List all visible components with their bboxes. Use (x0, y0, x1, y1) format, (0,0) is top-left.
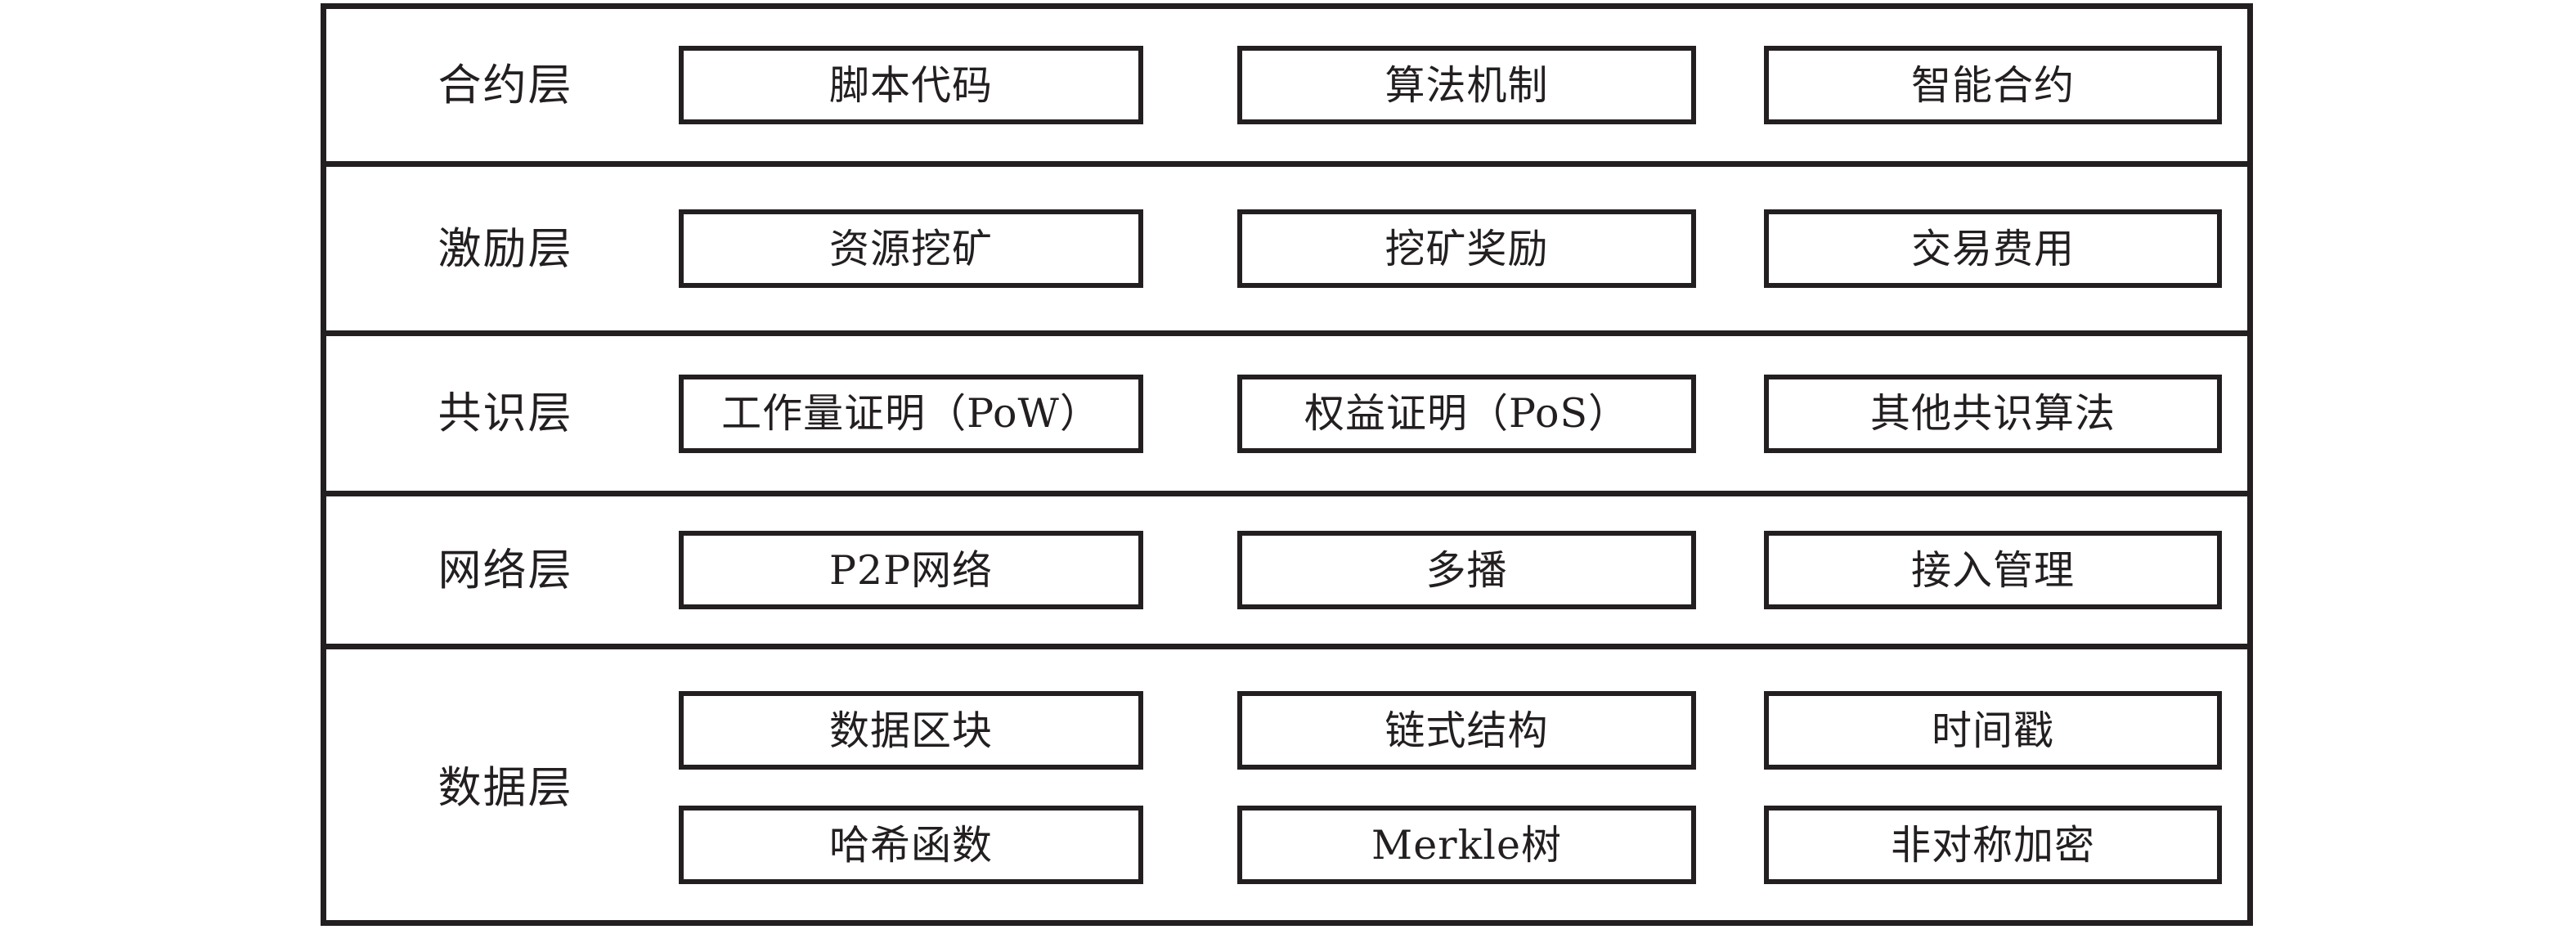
layer-label-incentive: 激励层 (438, 223, 573, 274)
node-box-resource-mining[interactable]: 资源挖矿 (679, 209, 1143, 288)
layer-label-consensus: 共识层 (438, 388, 573, 438)
layer-row-data: 数据层 数据区块 链式结构 时间戳 哈希函数 Merkle树 非对称加密 (326, 649, 2247, 926)
layer-cells-network: P2P网络 多播 接入管理 (679, 496, 2247, 644)
node-box-algorithm-mechanism[interactable]: 算法机制 (1237, 46, 1696, 124)
node-box-proof-of-work[interactable]: 工作量证明（PoW） (679, 374, 1143, 453)
layer-row-consensus: 共识层 工作量证明（PoW） 权益证明（PoS） 其他共识算法 (326, 336, 2247, 496)
layer-cells-incentive: 资源挖矿 挖矿奖励 交易费用 (679, 167, 2247, 330)
node-box-access-management[interactable]: 接入管理 (1764, 531, 2222, 609)
layer-cells-data: 数据区块 链式结构 时间戳 哈希函数 Merkle树 非对称加密 (679, 649, 2247, 926)
node-box-multicast[interactable]: 多播 (1237, 531, 1696, 609)
node-box-p2p-network[interactable]: P2P网络 (679, 531, 1143, 609)
node-box-data-block[interactable]: 数据区块 (679, 691, 1143, 770)
layer-cells-contract: 脚本代码 算法机制 智能合约 (679, 9, 2247, 161)
node-box-smart-contract[interactable]: 智能合约 (1764, 46, 2222, 124)
node-box-other-consensus-algorithms[interactable]: 其他共识算法 (1764, 374, 2222, 453)
cell-row: 哈希函数 Merkle树 非对称加密 (679, 806, 2247, 884)
layer-label-contract: 合约层 (438, 60, 573, 110)
node-box-script-code[interactable]: 脚本代码 (679, 46, 1143, 124)
layer-row-network: 网络层 P2P网络 多播 接入管理 (326, 496, 2247, 649)
node-box-proof-of-stake[interactable]: 权益证明（PoS） (1237, 374, 1696, 453)
cell-row: 数据区块 链式结构 时间戳 (679, 691, 2247, 770)
cell-row: P2P网络 多播 接入管理 (679, 531, 2247, 609)
layer-row-incentive: 激励层 资源挖矿 挖矿奖励 交易费用 (326, 167, 2247, 336)
node-box-merkle-tree[interactable]: Merkle树 (1237, 806, 1696, 884)
layer-label-network: 网络层 (438, 545, 573, 595)
layer-label-data: 数据层 (438, 762, 573, 813)
node-box-transaction-fee[interactable]: 交易费用 (1764, 209, 2222, 288)
node-box-timestamp[interactable]: 时间戳 (1764, 691, 2222, 770)
cell-row: 工作量证明（PoW） 权益证明（PoS） 其他共识算法 (679, 374, 2247, 453)
layer-row-contract: 合约层 脚本代码 算法机制 智能合约 (326, 9, 2247, 167)
node-box-hash-function[interactable]: 哈希函数 (679, 806, 1143, 884)
layer-cells-consensus: 工作量证明（PoW） 权益证明（PoS） 其他共识算法 (679, 336, 2247, 491)
cell-row: 资源挖矿 挖矿奖励 交易费用 (679, 209, 2247, 288)
node-box-mining-reward[interactable]: 挖矿奖励 (1237, 209, 1696, 288)
cell-row: 脚本代码 算法机制 智能合约 (679, 46, 2247, 124)
node-box-chain-structure[interactable]: 链式结构 (1237, 691, 1696, 770)
node-box-asymmetric-encryption[interactable]: 非对称加密 (1764, 806, 2222, 884)
architecture-frame: 合约层 脚本代码 算法机制 智能合约 激励层 资源挖矿 挖矿奖励 交易费用 (321, 3, 2253, 926)
